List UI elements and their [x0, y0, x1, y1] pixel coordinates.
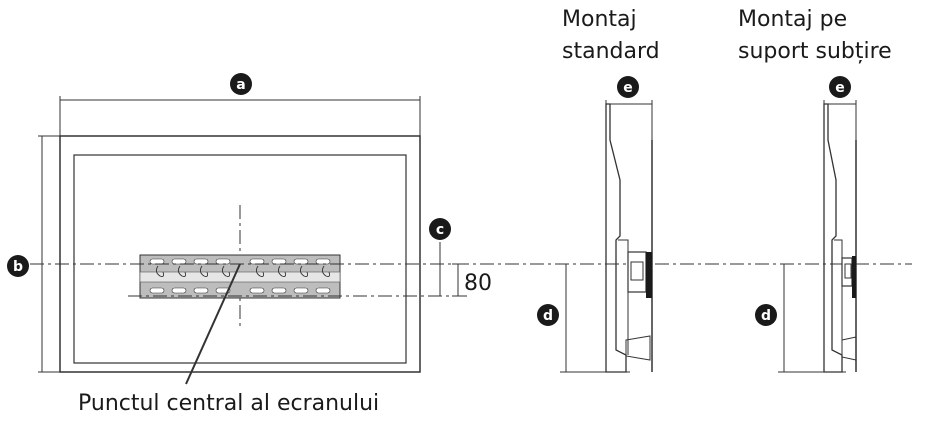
svg-text:e: e: [623, 80, 633, 96]
standard-title-line2: standard: [562, 39, 660, 64]
side-view-standard: Montaj standard e d: [537, 7, 660, 373]
tv-outer-frame: [59, 135, 421, 373]
center-leader-line: [185, 263, 241, 385]
tv-profile-standard: [605, 103, 627, 373]
badge-e-thin: e: [829, 76, 851, 98]
badge-d-standard: d: [537, 304, 559, 326]
svg-text:a: a: [236, 77, 245, 93]
badge-e-standard: e: [617, 76, 639, 98]
svg-text:e: e: [835, 80, 845, 96]
thin-title-line1: Montaj pe: [738, 7, 847, 32]
center-caption: Punctul central al ecranului: [78, 391, 379, 416]
svg-text:c: c: [436, 222, 444, 238]
svg-text:d: d: [543, 308, 553, 324]
side-view-thin: Montaj pe suport subțire e d: [738, 7, 892, 373]
svg-text:b: b: [13, 259, 23, 275]
wall-bracket-front: [139, 254, 341, 299]
tv-screen: [73, 154, 407, 364]
standard-title-line1: Montaj: [562, 7, 637, 32]
badge-a: a: [230, 73, 252, 95]
badge-c: c: [429, 218, 451, 240]
badge-b: b: [7, 255, 29, 277]
front-view: a b: [7, 73, 912, 416]
thin-title-line2: suport subțire: [738, 39, 892, 64]
svg-text:d: d: [761, 308, 771, 324]
dim-80-label: 80: [464, 271, 492, 296]
badge-d-thin: d: [755, 304, 777, 326]
tv-profile-thin: [823, 103, 843, 373]
